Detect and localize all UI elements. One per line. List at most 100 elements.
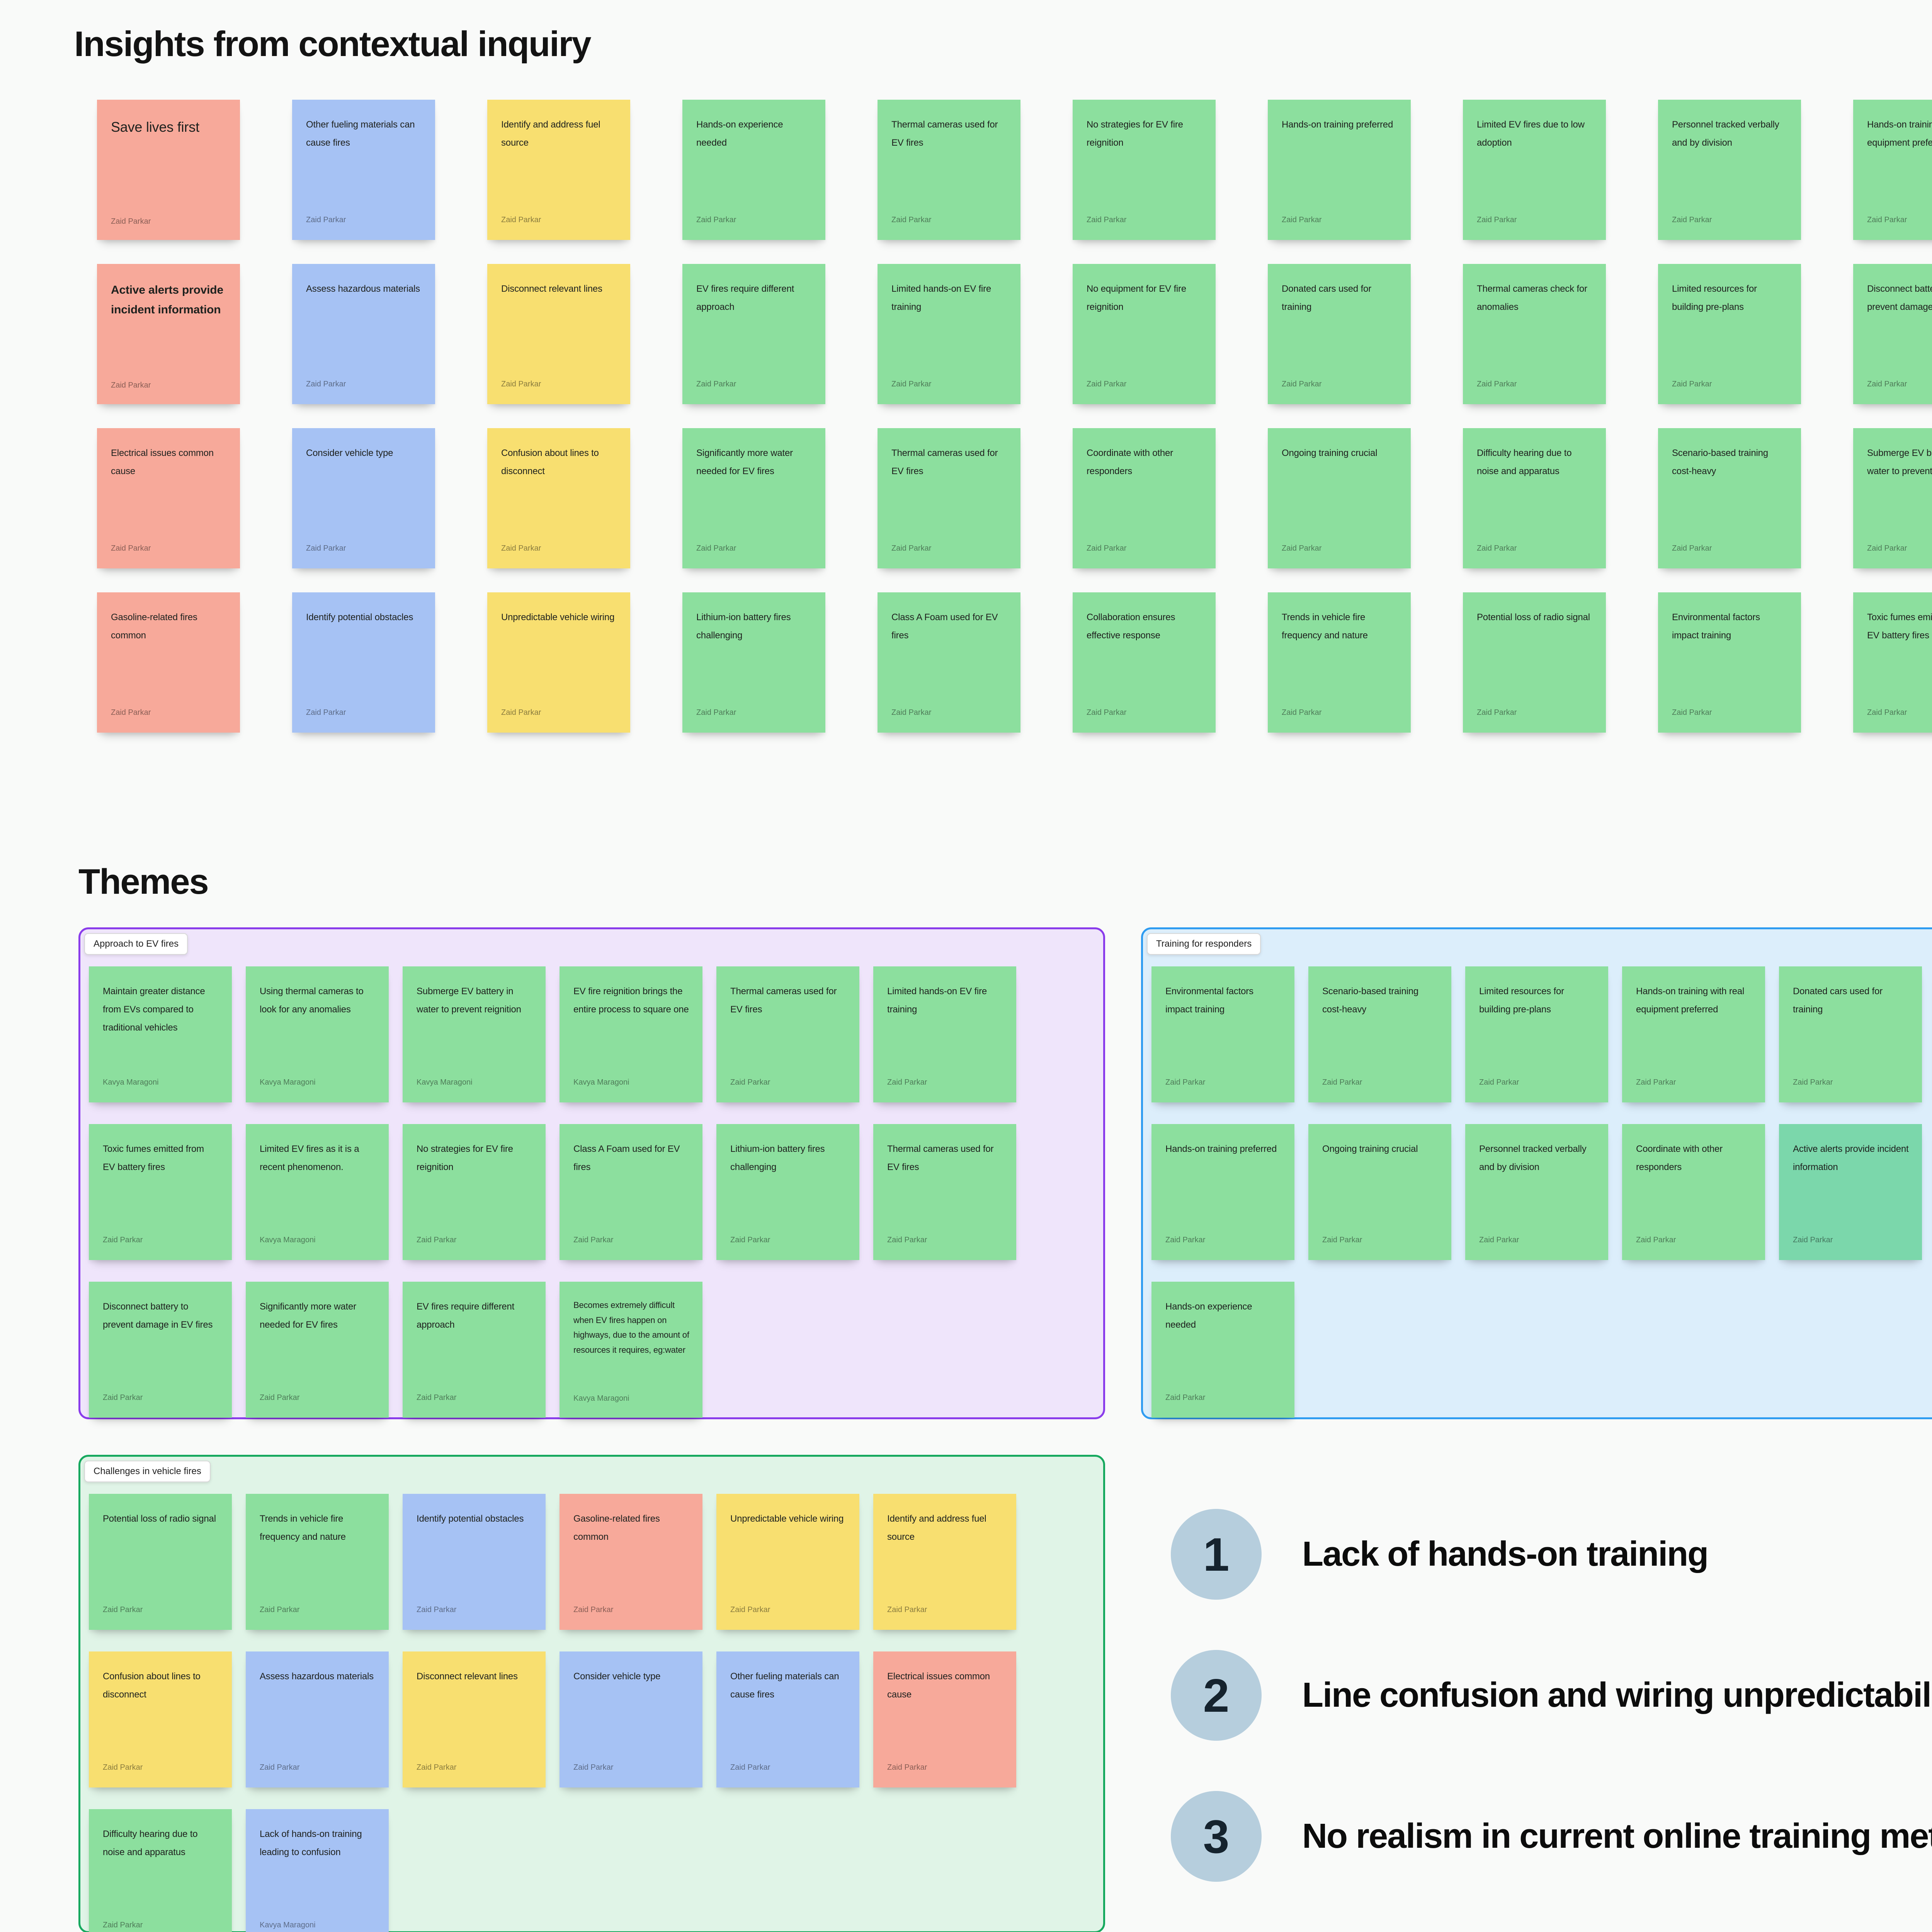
group-tab-challenges-in-vehicle-fires[interactable]: Challenges in vehicle fires bbox=[84, 1461, 211, 1482]
sticky-note[interactable]: Difficulty hearing due to noise and appa… bbox=[89, 1809, 232, 1932]
sticky-note[interactable]: Significantly more water needed for EV f… bbox=[682, 428, 825, 568]
sticky-note[interactable]: Toxic fumes emitted from EV battery fire… bbox=[1853, 592, 1932, 733]
sticky-note[interactable]: Collaboration ensures effective response… bbox=[1073, 592, 1216, 733]
finding-item: 1 Lack of hands-on training bbox=[1171, 1509, 1932, 1600]
sticky-note[interactable]: Other fueling materials can cause fires … bbox=[292, 100, 435, 240]
sticky-note[interactable]: Ongoing training crucial Zaid Parkar bbox=[1268, 428, 1411, 568]
sticky-note[interactable]: Unpredictable vehicle wiring Zaid Parkar bbox=[716, 1494, 859, 1630]
sticky-text: Class A Foam used for EV fires bbox=[891, 612, 998, 641]
sticky-note[interactable]: Gasoline-related fires common Zaid Parka… bbox=[97, 592, 240, 733]
sticky-note[interactable]: Confusion about lines to disconnect Zaid… bbox=[89, 1651, 232, 1787]
sticky-note[interactable]: Gasoline-related fires common Zaid Parka… bbox=[560, 1494, 702, 1630]
sticky-note[interactable]: Thermal cameras used for EV fires Zaid P… bbox=[873, 1124, 1016, 1260]
sticky-note[interactable]: Active alerts provide incident informati… bbox=[97, 264, 240, 404]
sticky-note[interactable]: Identify and address fuel source Zaid Pa… bbox=[487, 100, 630, 240]
sticky-note[interactable]: Personnel tracked verbally and by divisi… bbox=[1658, 100, 1801, 240]
sticky-note[interactable]: Potential loss of radio signal Zaid Park… bbox=[89, 1494, 232, 1630]
sticky-author: Zaid Parkar bbox=[417, 1393, 457, 1402]
sticky-note[interactable]: Donated cars used for training Zaid Park… bbox=[1779, 966, 1922, 1102]
sticky-note[interactable]: Limited EV fires as it is a recent pheno… bbox=[246, 1124, 389, 1260]
sticky-note[interactable]: Thermal cameras used for EV fires Zaid P… bbox=[878, 100, 1020, 240]
sticky-note[interactable]: Assess hazardous materials Zaid Parkar bbox=[292, 264, 435, 404]
sticky-note[interactable]: Assess hazardous materials Zaid Parkar bbox=[246, 1651, 389, 1787]
sticky-note[interactable]: Hands-on training preferred Zaid Parkar bbox=[1151, 1124, 1294, 1260]
sticky-note[interactable]: Disconnect battery to prevent damage in … bbox=[89, 1282, 232, 1418]
sticky-note[interactable]: EV fires require different approach Zaid… bbox=[403, 1282, 546, 1418]
sticky-text: Gasoline-related fires common bbox=[573, 1514, 660, 1542]
sticky-note[interactable]: Thermal cameras check for anomalies Zaid… bbox=[1463, 264, 1606, 404]
sticky-note[interactable]: Identify potential obstacles Zaid Parkar bbox=[292, 592, 435, 733]
sticky-note[interactable]: Thermal cameras used for EV fires Zaid P… bbox=[716, 966, 859, 1102]
finding-number-badge: 3 bbox=[1171, 1791, 1262, 1882]
sticky-note[interactable]: Environmental factors impact training Za… bbox=[1151, 966, 1294, 1102]
sticky-note[interactable]: Save lives first Zaid Parkar bbox=[97, 100, 240, 240]
sticky-note[interactable]: EV fires require different approach Zaid… bbox=[682, 264, 825, 404]
sticky-note[interactable]: Becomes extremely difficult when EV fire… bbox=[560, 1282, 702, 1418]
sticky-note[interactable]: Lithium-ion battery fires challenging Za… bbox=[716, 1124, 859, 1260]
sticky-note[interactable]: Submerge EV battery in water to prevent … bbox=[403, 966, 546, 1102]
sticky-note[interactable]: Potential loss of radio signal Zaid Park… bbox=[1463, 592, 1606, 733]
sticky-note[interactable]: Toxic fumes emitted from EV battery fire… bbox=[89, 1124, 232, 1260]
sticky-note[interactable]: Unpredictable vehicle wiring Zaid Parkar bbox=[487, 592, 630, 733]
sticky-note[interactable]: No strategies for EV fire reignition Zai… bbox=[403, 1124, 546, 1260]
sticky-author: Zaid Parkar bbox=[730, 1236, 770, 1244]
sticky-note[interactable]: Personnel tracked verbally and by divisi… bbox=[1465, 1124, 1608, 1260]
sticky-note[interactable]: Coordinate with other responders Zaid Pa… bbox=[1622, 1124, 1765, 1260]
sticky-note[interactable]: Hands-on training with real equipment pr… bbox=[1853, 100, 1932, 240]
sticky-author: Zaid Parkar bbox=[306, 380, 346, 388]
sticky-author: Zaid Parkar bbox=[891, 380, 932, 388]
sticky-note[interactable]: No equipment for EV fire reignition Zaid… bbox=[1073, 264, 1216, 404]
finding-number-badge: 1 bbox=[1171, 1509, 1262, 1600]
sticky-note[interactable]: Consider vehicle type Zaid Parkar bbox=[560, 1651, 702, 1787]
sticky-note[interactable]: Donated cars used for training Zaid Park… bbox=[1268, 264, 1411, 404]
sticky-note[interactable]: Submerge EV battery in water to prevent … bbox=[1853, 428, 1932, 568]
sticky-note[interactable]: Limited resources for building pre-plans… bbox=[1658, 264, 1801, 404]
sticky-note[interactable]: Active alerts provide incident informati… bbox=[1779, 1124, 1922, 1260]
sticky-note[interactable]: Coordinate with other responders Zaid Pa… bbox=[1073, 428, 1216, 568]
sticky-note[interactable]: Other fueling materials can cause fires … bbox=[716, 1651, 859, 1787]
sticky-author: Zaid Parkar bbox=[887, 1236, 927, 1244]
sticky-note[interactable]: Hands-on experience needed Zaid Parkar bbox=[682, 100, 825, 240]
sticky-note[interactable]: Environmental factors impact training Za… bbox=[1658, 592, 1801, 733]
sticky-note[interactable]: Hands-on experience needed Zaid Parkar bbox=[1151, 1282, 1294, 1418]
group-tab-training-for-responders[interactable]: Training for responders bbox=[1147, 933, 1261, 955]
sticky-note[interactable]: EV fire reignition brings the entire pro… bbox=[560, 966, 702, 1102]
sticky-note[interactable]: Disconnect relevant lines Zaid Parkar bbox=[403, 1651, 546, 1787]
sticky-note[interactable]: Thermal cameras used for EV fires Zaid P… bbox=[878, 428, 1020, 568]
sticky-note[interactable]: Hands-on training with real equipment pr… bbox=[1622, 966, 1765, 1102]
sticky-note[interactable]: Electrical issues common cause Zaid Park… bbox=[97, 428, 240, 568]
sticky-note[interactable]: Trends in vehicle fire frequency and nat… bbox=[1268, 592, 1411, 733]
sticky-text: Unpredictable vehicle wiring bbox=[501, 612, 615, 622]
sticky-note[interactable]: Significantly more water needed for EV f… bbox=[246, 1282, 389, 1418]
sticky-note[interactable]: Disconnect battery to prevent damage in … bbox=[1853, 264, 1932, 404]
sticky-note[interactable]: Identify and address fuel source Zaid Pa… bbox=[873, 1494, 1016, 1630]
sticky-note[interactable]: Consider vehicle type Zaid Parkar bbox=[292, 428, 435, 568]
sticky-text: Other fueling materials can cause fires bbox=[730, 1671, 839, 1700]
sticky-note[interactable]: Disconnect relevant lines Zaid Parkar bbox=[487, 264, 630, 404]
sticky-note[interactable]: Limited hands-on EV fire training Zaid P… bbox=[873, 966, 1016, 1102]
sticky-note[interactable]: Hands-on training preferred Zaid Parkar bbox=[1268, 100, 1411, 240]
sticky-note[interactable]: Using thermal cameras to look for any an… bbox=[246, 966, 389, 1102]
sticky-text: Other fueling materials can cause fires bbox=[306, 119, 415, 148]
sticky-note[interactable]: Maintain greater distance from EVs compa… bbox=[89, 966, 232, 1102]
sticky-note[interactable]: Class A Foam used for EV fires Zaid Park… bbox=[878, 592, 1020, 733]
sticky-note[interactable]: Trends in vehicle fire frequency and nat… bbox=[246, 1494, 389, 1630]
sticky-note[interactable]: Lithium-ion battery fires challenging Za… bbox=[682, 592, 825, 733]
sticky-note[interactable]: Class A Foam used for EV fires Zaid Park… bbox=[560, 1124, 702, 1260]
sticky-text: EV fires require different approach bbox=[696, 284, 794, 312]
sticky-row: Maintain greater distance from EVs compa… bbox=[89, 966, 1095, 1102]
sticky-row: Environmental factors impact training Za… bbox=[1151, 966, 1932, 1102]
sticky-note[interactable]: Scenario-based training cost-heavy Zaid … bbox=[1308, 966, 1451, 1102]
sticky-note[interactable]: Ongoing training crucial Zaid Parkar bbox=[1308, 1124, 1451, 1260]
group-tab-approach-to-ev-fires[interactable]: Approach to EV fires bbox=[84, 933, 188, 955]
sticky-note[interactable]: Scenario-based training cost-heavy Zaid … bbox=[1658, 428, 1801, 568]
sticky-note[interactable]: Electrical issues common cause Zaid Park… bbox=[873, 1651, 1016, 1787]
sticky-note[interactable]: No strategies for EV fire reignition Zai… bbox=[1073, 100, 1216, 240]
sticky-note[interactable]: Identify potential obstacles Zaid Parkar bbox=[403, 1494, 546, 1630]
sticky-note[interactable]: Limited resources for building pre-plans… bbox=[1465, 966, 1608, 1102]
sticky-note[interactable]: Limited EV fires due to low adoption Zai… bbox=[1463, 100, 1606, 240]
sticky-note[interactable]: Lack of hands-on training leading to con… bbox=[246, 1809, 389, 1932]
sticky-note[interactable]: Confusion about lines to disconnect Zaid… bbox=[487, 428, 630, 568]
sticky-note[interactable]: Limited hands-on EV fire training Zaid P… bbox=[878, 264, 1020, 404]
sticky-note[interactable]: Difficulty hearing due to noise and appa… bbox=[1463, 428, 1606, 568]
